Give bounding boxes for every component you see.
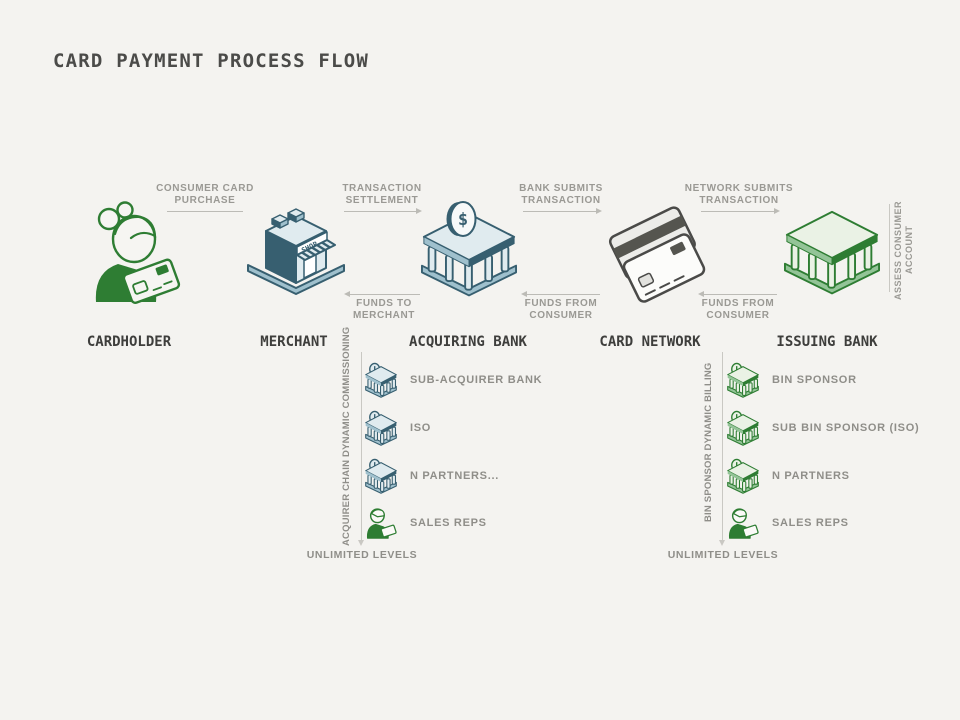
flow-arrow-line — [701, 207, 780, 214]
flow-arrow-label: CONSUMER CARD PURCHASE — [156, 183, 254, 206]
chain-item-label: SUB BIN SPONSOR (ISO) — [772, 422, 920, 434]
flow-arrow-label: TRANSACTION SETTLEMENT — [342, 183, 422, 206]
chain-item-label: SALES REPS — [772, 517, 849, 529]
chain-item-label: SALES REPS — [410, 517, 487, 529]
page-title: CARD PAYMENT PROCESS FLOW — [53, 50, 369, 72]
merchant-icon: SHOP — [240, 203, 352, 297]
chain-line — [357, 352, 364, 546]
entity-label-acquiring-bank: ACQUIRING BANK — [408, 334, 527, 350]
svg-text:$: $ — [458, 210, 468, 230]
chain-item-label: ISO — [410, 422, 432, 434]
bank-icon — [725, 458, 761, 496]
assess-note: ASSESS CONSUMER ACCOUNT — [893, 200, 914, 300]
salesperson-icon — [725, 505, 761, 541]
return-arrow-label: FUNDS FROM CONSUMER — [701, 298, 775, 321]
bank-icon — [363, 362, 399, 400]
bank-icon — [725, 410, 761, 448]
flow-arrow-label: NETWORK SUBMITS TRANSACTION — [684, 183, 794, 206]
chain-item-label: SUB-ACQUIRER BANK — [410, 374, 543, 386]
entity-label-merchant: MERCHANT — [260, 334, 328, 350]
coin-icon: $ — [445, 198, 481, 240]
assess-note-line — [889, 204, 890, 292]
return-arrow-line — [521, 290, 600, 297]
flow-arrow-line — [167, 211, 243, 212]
entity-label-issuing-bank: ISSUING BANK — [776, 334, 878, 350]
unlimited-levels-label: UNLIMITED LEVELS — [306, 549, 418, 561]
chain-item-label: N PARTNERS — [772, 470, 850, 482]
return-arrow-line — [698, 290, 777, 297]
card-network-icon — [606, 206, 706, 303]
unlimited-levels-label: UNLIMITED LEVELS — [667, 549, 779, 561]
chain-item-label: N PARTNERS... — [410, 470, 499, 482]
chain-vertical-label: ACQUIRER CHAIN DYNAMIC COMMISSIONING — [341, 326, 352, 546]
return-arrow-line — [344, 290, 420, 297]
entity-label-cardholder: CARDHOLDER — [86, 334, 172, 350]
return-arrow-label: FUNDS TO MERCHANT — [352, 298, 416, 321]
flow-arrow-line — [523, 207, 602, 214]
chain-item-label: BIN SPONSOR — [772, 374, 857, 386]
bank-icon — [725, 362, 761, 400]
issuing-bank-icon — [779, 208, 885, 304]
salesperson-icon — [363, 505, 399, 541]
bank-icon — [363, 410, 399, 448]
flow-arrow-label: BANK SUBMITS TRANSACTION — [519, 183, 603, 206]
bank-icon — [363, 458, 399, 496]
cardholder-icon — [80, 198, 181, 305]
entity-label-card-network: CARD NETWORK — [599, 334, 701, 350]
chain-vertical-label: BIN SPONSOR DYNAMIC BILLING — [703, 362, 714, 522]
return-arrow-label: FUNDS FROM CONSUMER — [524, 298, 598, 321]
chain-line — [718, 352, 725, 546]
flow-arrow-line — [344, 207, 422, 214]
